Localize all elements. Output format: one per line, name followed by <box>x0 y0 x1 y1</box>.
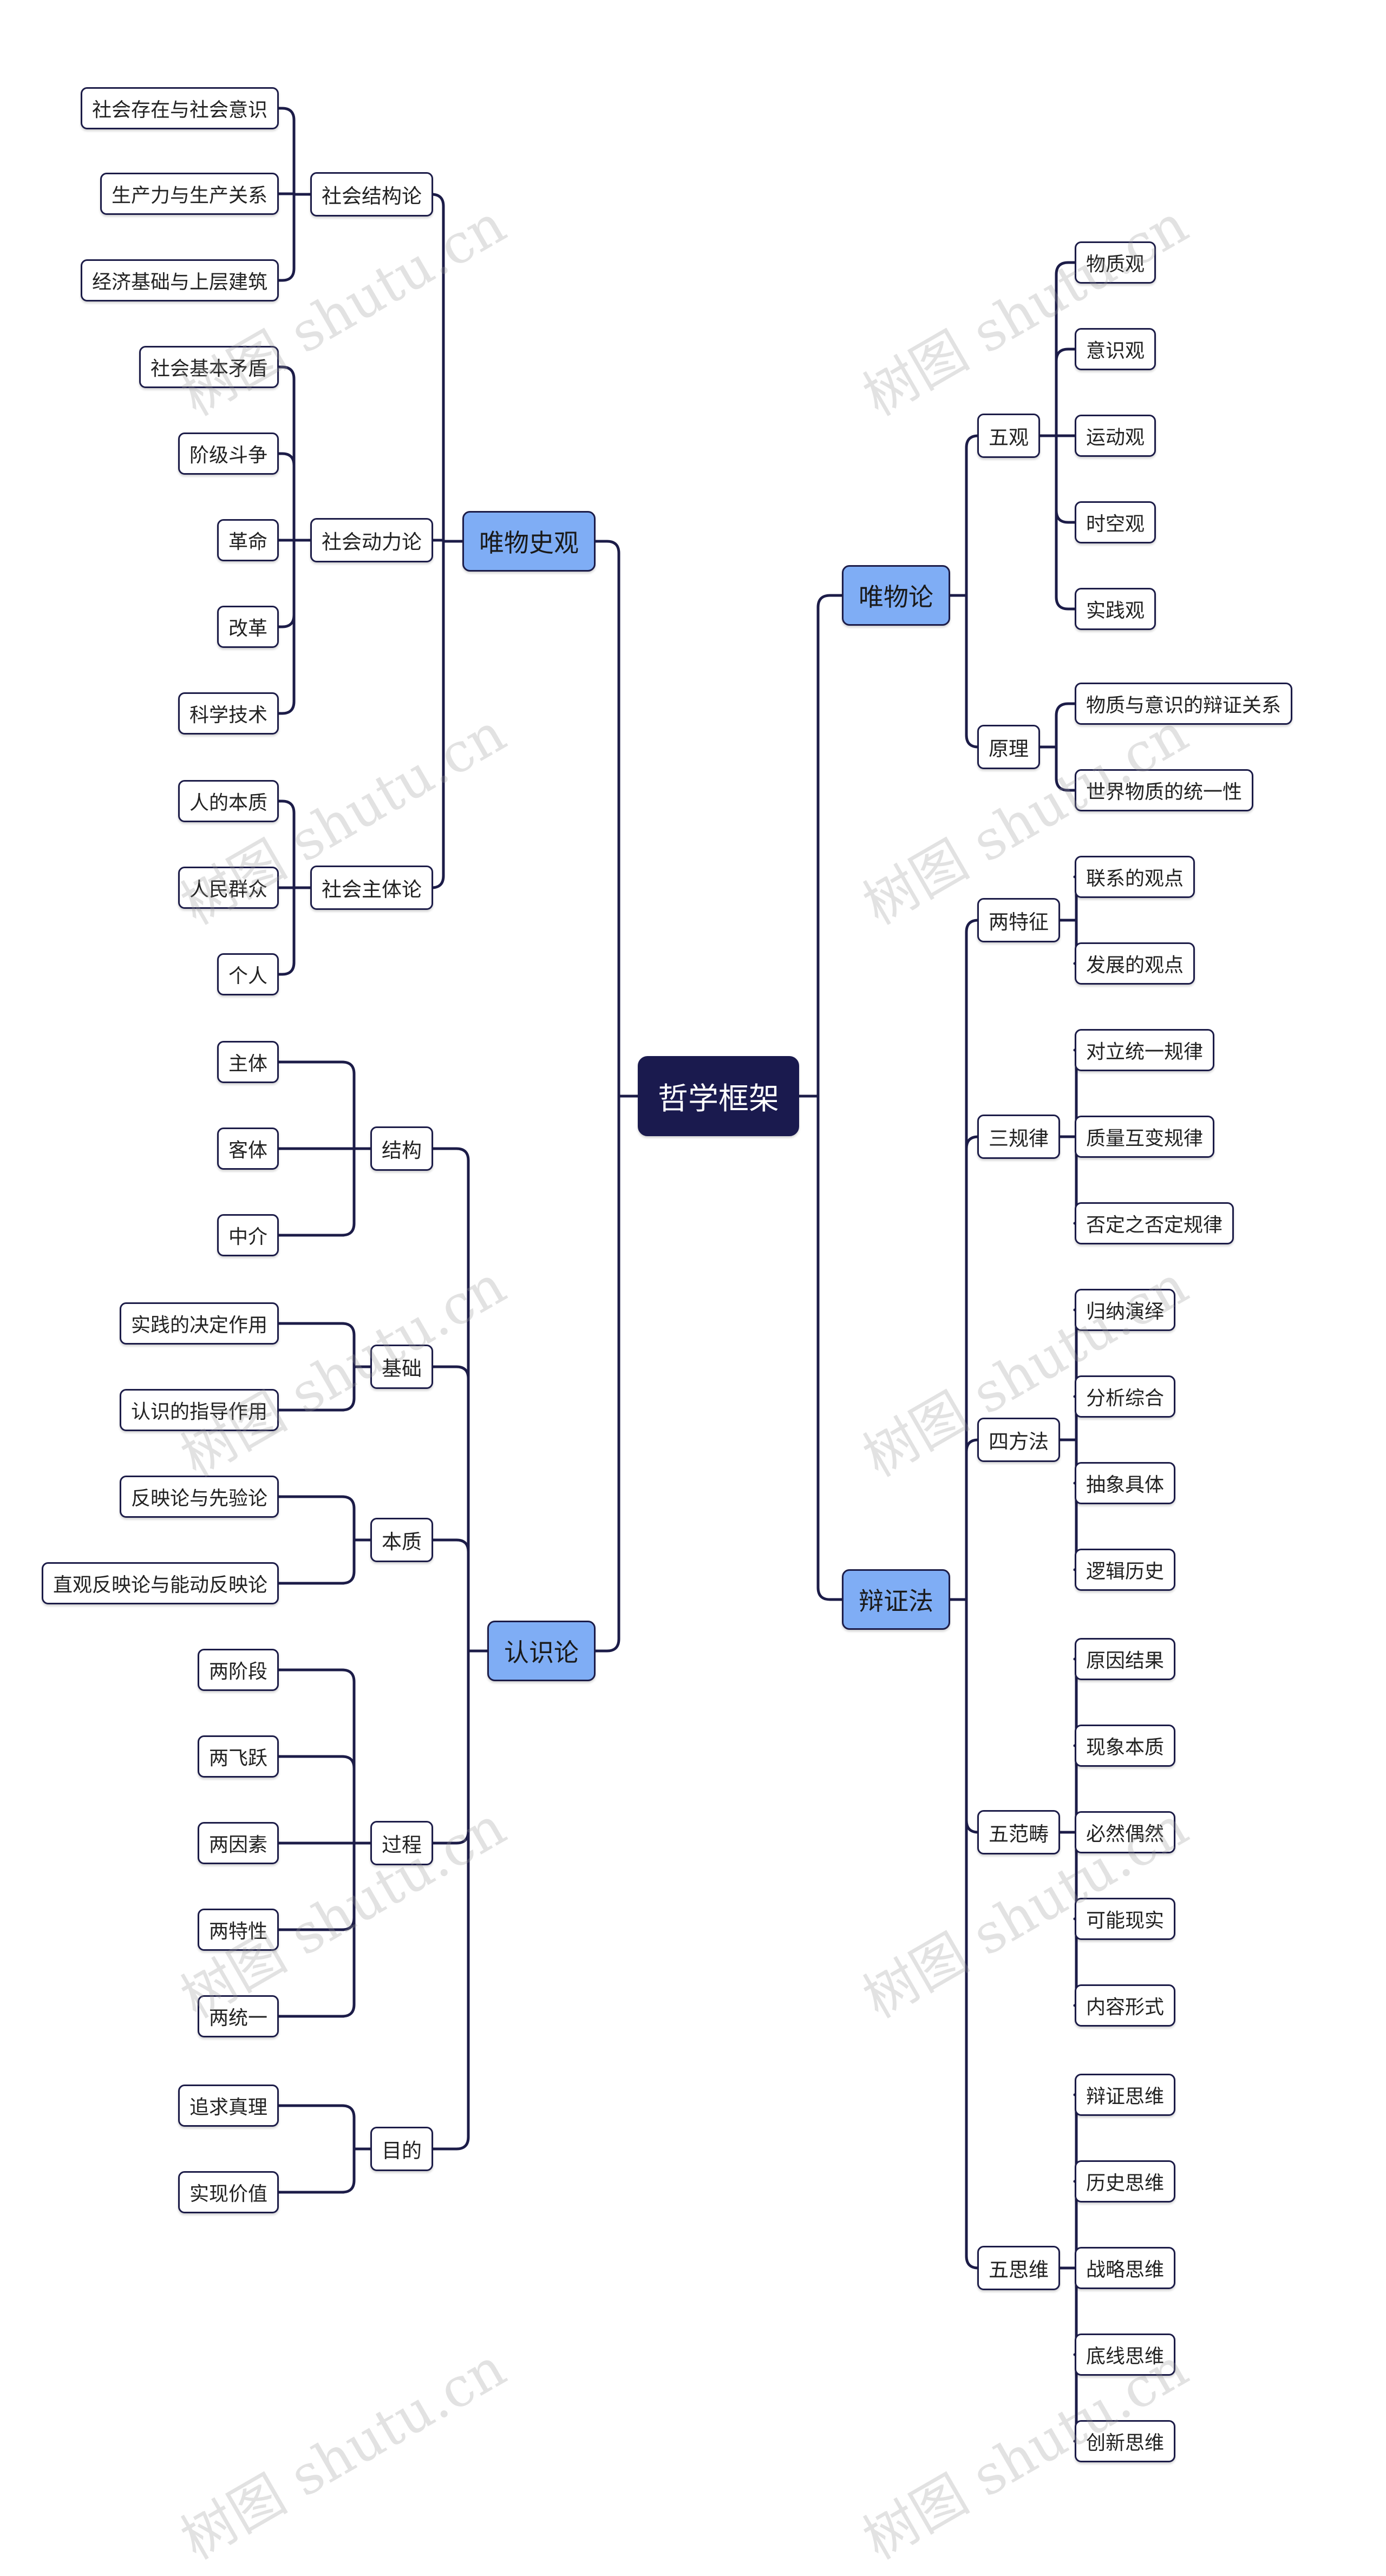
sub-process[interactable]: 过程 <box>370 1821 433 1865</box>
sub-four-methods[interactable]: 四方法 <box>977 1418 1060 1462</box>
leaf-node[interactable]: 原因结果 <box>1075 1638 1176 1680</box>
leaf-node[interactable]: 时空观 <box>1075 501 1156 543</box>
leaf-node[interactable]: 经济基础与上层建筑 <box>81 259 279 301</box>
leaf-node[interactable]: 阶级斗争 <box>178 432 279 475</box>
root-node[interactable]: 哲学框架 <box>638 1056 799 1136</box>
leaf-node[interactable]: 反映论与先验论 <box>120 1476 279 1518</box>
leaf-node[interactable]: 必然偶然 <box>1075 1811 1176 1853</box>
leaf-node[interactable]: 逻辑历史 <box>1075 1549 1176 1591</box>
sub-foundation[interactable]: 基础 <box>370 1345 433 1389</box>
leaf-node[interactable]: 底线思维 <box>1075 2334 1176 2376</box>
sub-social-dynamics[interactable]: 社会动力论 <box>310 518 433 562</box>
leaf-node[interactable]: 认识的指导作用 <box>120 1389 279 1431</box>
leaf-node[interactable]: 主体 <box>217 1041 279 1083</box>
leaf-node[interactable]: 现象本质 <box>1075 1725 1176 1767</box>
watermark: 树图 shutu.cn <box>171 2336 516 2572</box>
sub-five-thinking[interactable]: 五思维 <box>977 2246 1060 2290</box>
leaf-node[interactable]: 两阶段 <box>198 1649 279 1691</box>
leaf-node[interactable]: 历史思维 <box>1075 2160 1176 2203</box>
leaf-node[interactable]: 意识观 <box>1075 328 1156 370</box>
leaf-node[interactable]: 两统一 <box>198 1995 279 2037</box>
sub-principles[interactable]: 原理 <box>977 725 1040 769</box>
leaf-node[interactable]: 社会存在与社会意识 <box>81 87 279 129</box>
sub-structure[interactable]: 结构 <box>370 1126 433 1171</box>
watermark: 树图 shutu.cn <box>171 1253 516 1489</box>
leaf-node[interactable]: 社会基本矛盾 <box>139 346 279 388</box>
leaf-node[interactable]: 联系的观点 <box>1075 856 1195 898</box>
leaf-node[interactable]: 创新思维 <box>1075 2420 1176 2462</box>
leaf-node[interactable]: 战略思维 <box>1075 2247 1176 2289</box>
leaf-node[interactable]: 质量互变规律 <box>1075 1116 1215 1158</box>
connector-path <box>277 107 1089 2443</box>
sub-social-structure[interactable]: 社会结构论 <box>310 172 433 217</box>
leaf-node[interactable]: 归纳演绎 <box>1075 1289 1176 1331</box>
leaf-node[interactable]: 两特性 <box>198 1909 279 1951</box>
leaf-node[interactable]: 可能现实 <box>1075 1898 1176 1940</box>
leaf-node[interactable]: 直观反映论与能动反映论 <box>42 1562 279 1604</box>
leaf-node[interactable]: 两飞跃 <box>198 1735 279 1778</box>
leaf-node[interactable]: 生产力与生产关系 <box>100 173 279 215</box>
sub-essence[interactable]: 本质 <box>370 1518 433 1562</box>
sub-social-subject[interactable]: 社会主体论 <box>310 866 433 910</box>
watermark: 树图 shutu.cn <box>853 192 1198 428</box>
leaf-node[interactable]: 对立统一规律 <box>1075 1029 1215 1071</box>
leaf-node[interactable]: 两因素 <box>198 1822 279 1864</box>
branch-materialism[interactable]: 唯物论 <box>842 565 950 626</box>
leaf-node[interactable]: 追求真理 <box>178 2085 279 2127</box>
leaf-node[interactable]: 物质观 <box>1075 241 1156 284</box>
watermark: 树图 shutu.cn <box>171 192 516 428</box>
leaf-node[interactable]: 人的本质 <box>178 780 279 822</box>
leaf-node[interactable]: 抽象具体 <box>1075 1462 1176 1504</box>
leaf-node[interactable]: 科学技术 <box>178 692 279 735</box>
leaf-node[interactable]: 内容形式 <box>1075 1984 1176 2027</box>
sub-three-laws[interactable]: 三规律 <box>977 1115 1060 1159</box>
leaf-node[interactable]: 发展的观点 <box>1075 942 1195 985</box>
leaf-node[interactable]: 物质与意识的辩证关系 <box>1075 683 1293 725</box>
leaf-node[interactable]: 实现价值 <box>178 2171 279 2213</box>
leaf-node[interactable]: 世界物质的统一性 <box>1075 769 1254 811</box>
branch-historical-materialism[interactable]: 唯物史观 <box>462 511 596 572</box>
leaf-node[interactable]: 否定之否定规律 <box>1075 1202 1234 1244</box>
sub-five-views[interactable]: 五观 <box>977 414 1040 458</box>
leaf-node[interactable]: 运动观 <box>1075 415 1156 457</box>
sub-purpose[interactable]: 目的 <box>370 2127 433 2171</box>
leaf-node[interactable]: 实践的决定作用 <box>120 1302 279 1345</box>
leaf-node[interactable]: 人民群众 <box>178 867 279 909</box>
leaf-node[interactable]: 中介 <box>217 1214 279 1256</box>
leaf-node[interactable]: 革命 <box>217 519 279 561</box>
sub-five-categories[interactable]: 五范畴 <box>977 1810 1060 1854</box>
leaf-node[interactable]: 辩证思维 <box>1075 2074 1176 2116</box>
leaf-node[interactable]: 客体 <box>217 1128 279 1170</box>
branch-dialectics[interactable]: 辩证法 <box>842 1569 950 1630</box>
leaf-node[interactable]: 分析综合 <box>1075 1375 1176 1418</box>
branch-epistemology[interactable]: 认识论 <box>487 1621 596 1681</box>
sub-two-features[interactable]: 两特征 <box>977 898 1060 942</box>
leaf-node[interactable]: 改革 <box>217 606 279 648</box>
leaf-node[interactable]: 实践观 <box>1075 588 1156 630</box>
leaf-node[interactable]: 个人 <box>217 953 279 995</box>
